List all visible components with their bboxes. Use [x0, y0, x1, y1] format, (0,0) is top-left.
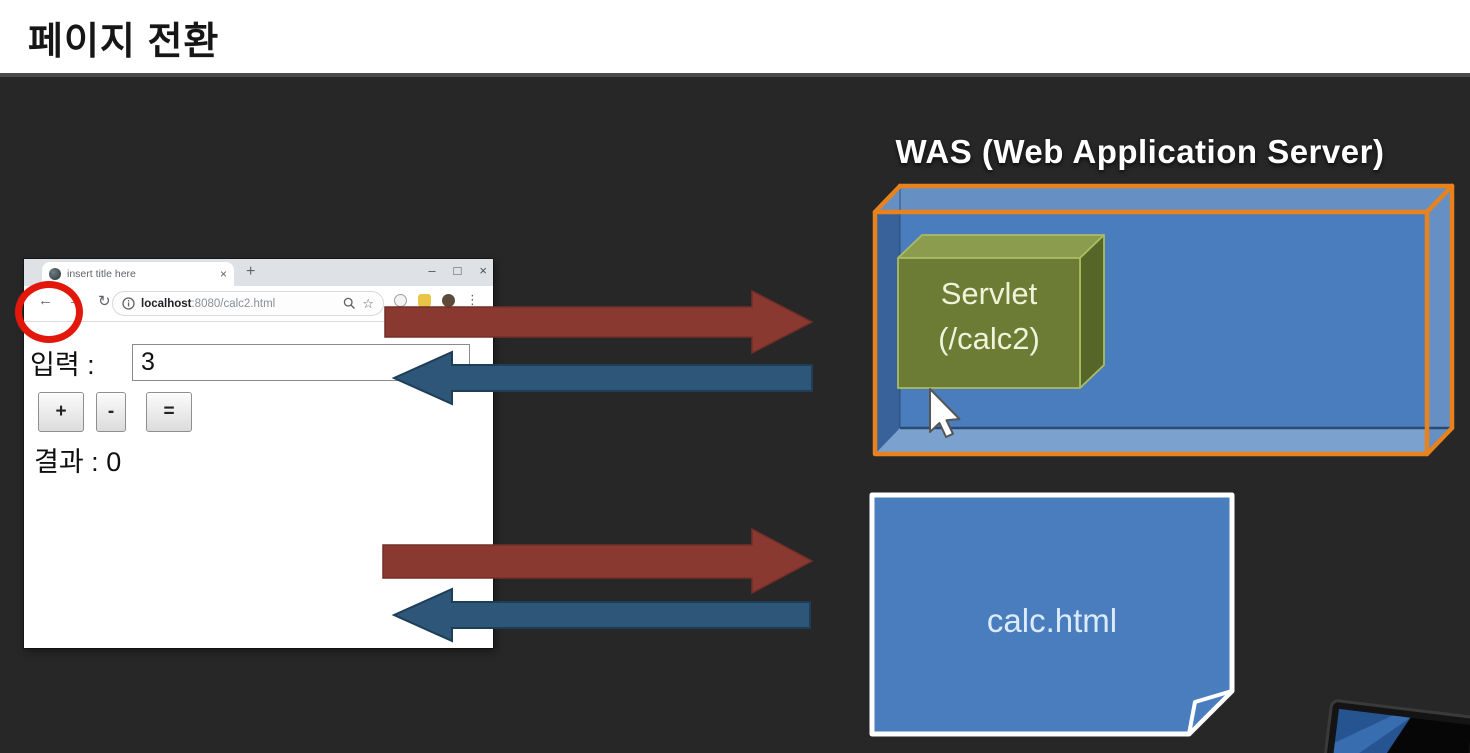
tab-favicon-icon	[49, 268, 61, 280]
tab-title: insert title here	[67, 268, 136, 280]
tab-close-icon[interactable]: ×	[219, 267, 227, 281]
page-content: 입력 : + - = 결과 : 0	[24, 323, 493, 648]
servlet-label-line2: (/calc2)	[938, 320, 1040, 356]
cursor-icon	[929, 388, 961, 438]
highlight-ring	[15, 281, 83, 343]
star-icon[interactable]: ☆	[362, 295, 374, 311]
browser-window: insert title here × + – □ × ← → ↻ localh…	[24, 259, 493, 648]
page-title: 페이지 전환	[28, 21, 220, 63]
zoom-icon	[343, 297, 356, 310]
url-host: localhost	[141, 297, 192, 310]
url-text: localhost:8080/calc2.html	[141, 298, 337, 310]
was-title: WAS (Web Application Server)	[895, 133, 1385, 170]
maximize-button[interactable]: □	[453, 263, 462, 278]
browser-toolbar: ← → ↻ localhost:8080/calc2.html ☆ ⋮	[24, 286, 493, 322]
close-button[interactable]: ×	[479, 263, 487, 278]
result-label: 결과 :	[34, 447, 99, 477]
result-value: 0	[106, 447, 122, 477]
monitor-icon	[1319, 699, 1470, 753]
minus-button[interactable]: -	[96, 392, 126, 432]
calc-input[interactable]	[132, 344, 470, 381]
equals-button[interactable]: =	[146, 392, 192, 432]
reload-button[interactable]: ↻	[98, 293, 111, 310]
toolbar-extensions: ⋮	[394, 292, 479, 308]
new-tab-button[interactable]: +	[246, 263, 256, 280]
profile-avatar[interactable]	[442, 293, 455, 307]
slide-header: 페이지 전환	[0, 0, 1470, 77]
address-bar[interactable]: localhost:8080/calc2.html ☆	[112, 291, 384, 316]
servlet-label: Servlet (/calc2)	[898, 272, 1080, 362]
browser-tab[interactable]: insert title here ×	[42, 262, 234, 286]
url-path: :8080/calc2.html	[191, 297, 276, 310]
tab-strip: insert title here × + – □ ×	[24, 259, 493, 286]
plus-button[interactable]: +	[38, 392, 84, 432]
extension-icon-2[interactable]	[418, 293, 431, 307]
calc-html-label: calc.html	[986, 602, 1118, 639]
extension-icon[interactable]	[394, 293, 407, 307]
servlet-label-line1: Servlet	[940, 276, 1038, 311]
info-icon	[122, 297, 135, 310]
window-controls: – □ ×	[428, 261, 487, 281]
result-line: 결과 : 0	[34, 440, 121, 479]
input-label: 입력 :	[30, 350, 95, 380]
minimize-button[interactable]: –	[428, 263, 436, 278]
menu-icon[interactable]: ⋮	[466, 292, 479, 307]
